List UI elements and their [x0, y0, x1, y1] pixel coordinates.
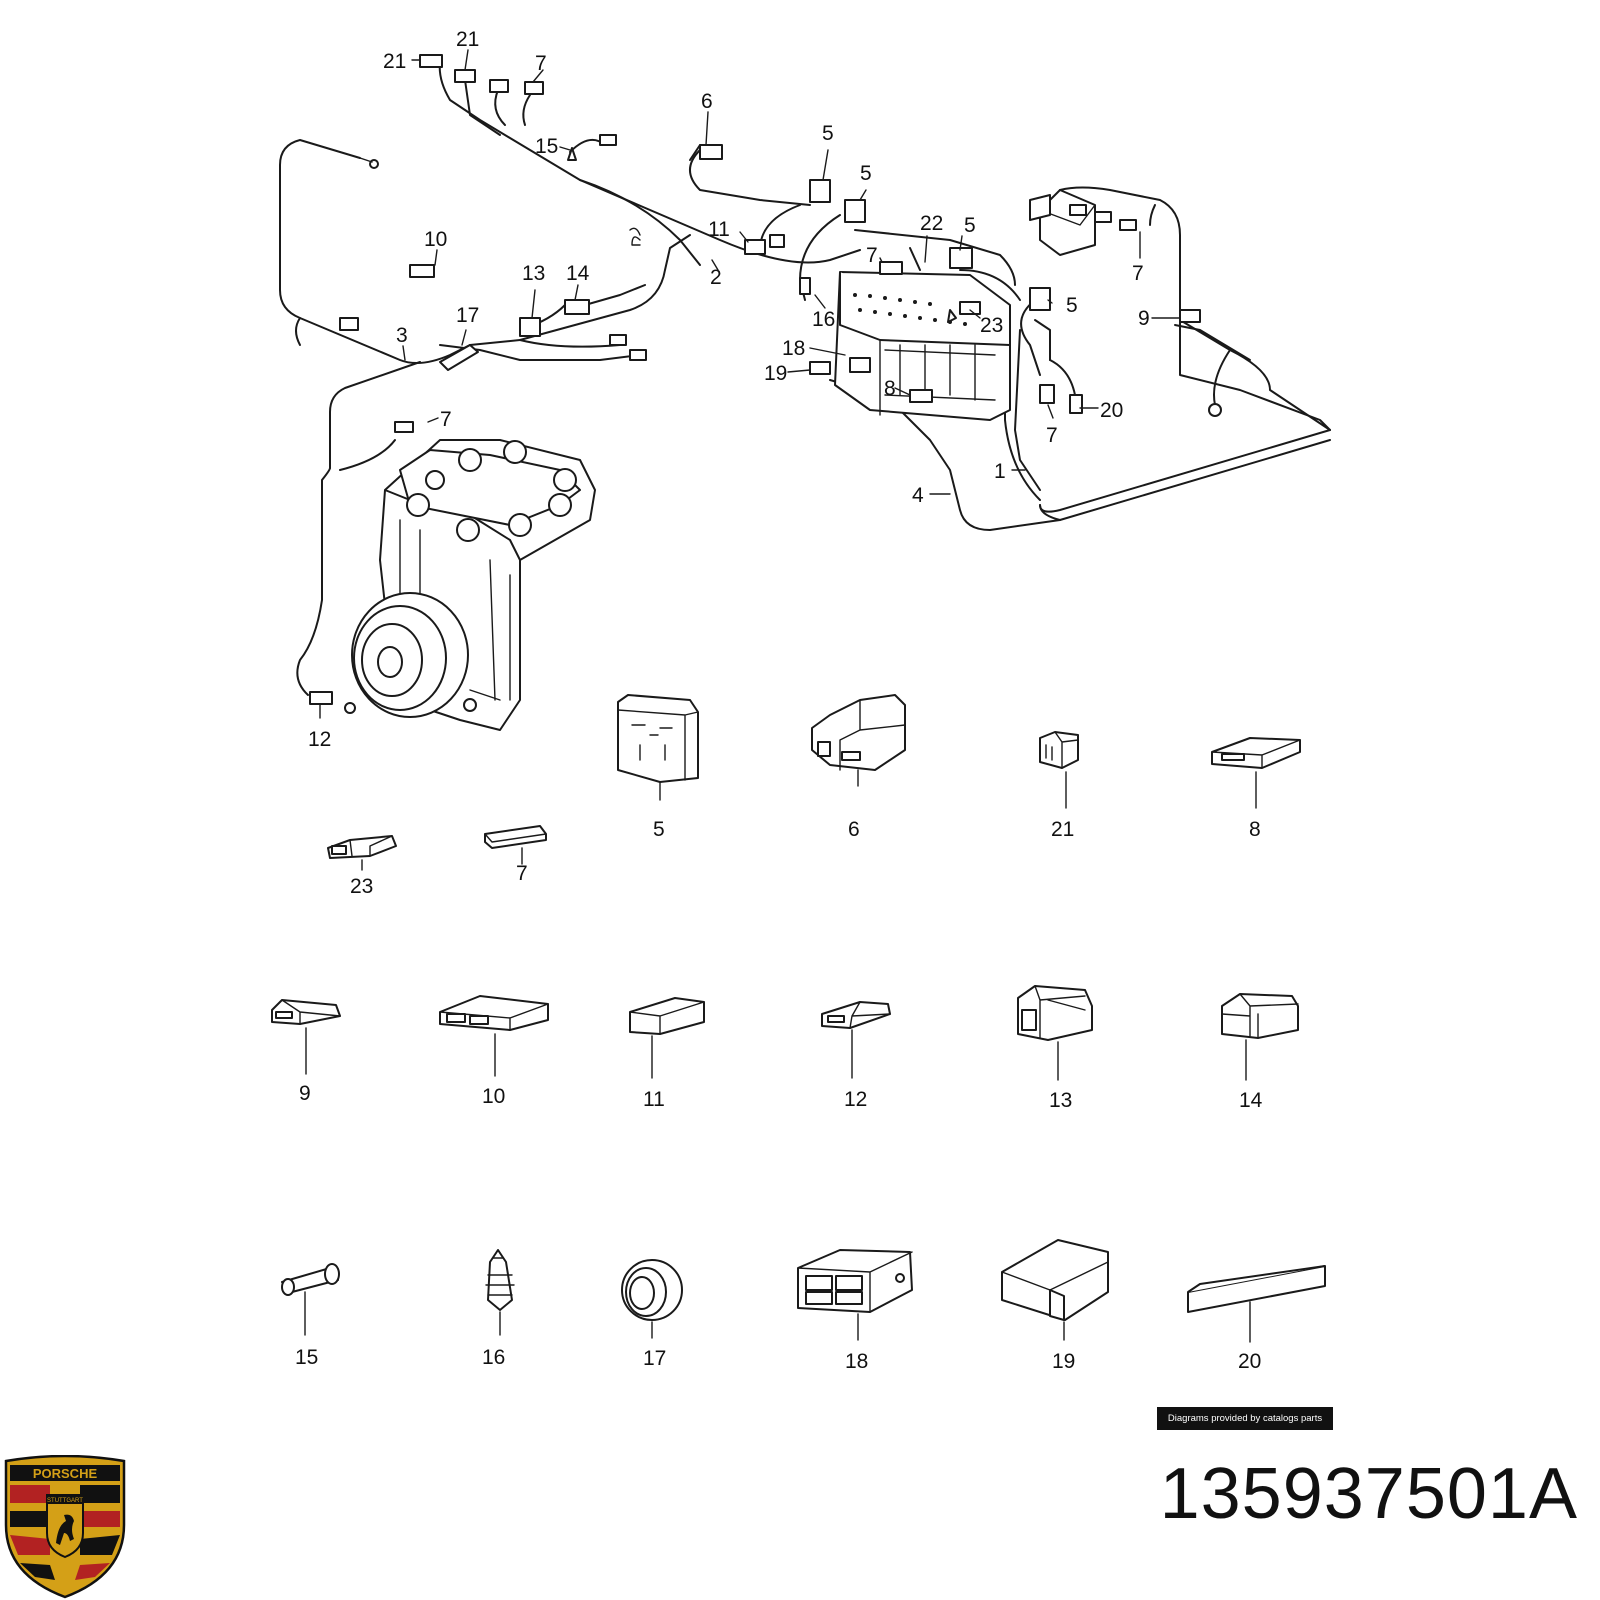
porsche-crest-logo: PORSCHE STUTTGART — [4, 1455, 126, 1599]
part-9: 9 — [271, 999, 341, 1105]
callout-17: 17 — [456, 304, 479, 327]
callout-15: 15 — [535, 135, 558, 158]
callout-4: 4 — [912, 484, 924, 507]
callout-11: 11 — [708, 218, 730, 241]
part-7: 7 — [484, 825, 547, 885]
svg-text:21: 21 — [1051, 818, 1074, 841]
callout-1: 1 — [994, 460, 1006, 483]
svg-text:9: 9 — [299, 1082, 311, 1105]
part-18: 18 — [797, 1249, 913, 1373]
part-10: 10 — [439, 995, 549, 1108]
svg-text:5: 5 — [653, 818, 665, 841]
leader-lines — [319, 49, 1181, 719]
svg-text:11: 11 — [643, 1088, 665, 1111]
part-11: 11 — [629, 997, 705, 1111]
callout-20: 20 — [1100, 399, 1123, 422]
svg-text:17: 17 — [643, 1347, 666, 1370]
part-23: 23 — [327, 835, 397, 898]
callout-8: 8 — [884, 377, 896, 400]
callout-23: 23 — [980, 314, 1003, 337]
callout-5: 5 — [1066, 294, 1078, 317]
callout-7: 7 — [1132, 262, 1144, 285]
callout-19: 19 — [764, 362, 787, 385]
logo-text: PORSCHE — [33, 1466, 98, 1481]
callout-5: 5 — [822, 122, 834, 145]
part-14: 14 — [1221, 993, 1299, 1112]
callout-21: 21 — [456, 28, 479, 51]
part-19: 19 — [1001, 1239, 1109, 1373]
svg-text:12: 12 — [844, 1088, 867, 1111]
part-15: 15 — [281, 1263, 340, 1369]
callout-21: 21 — [383, 50, 406, 73]
callout-14: 14 — [566, 262, 590, 285]
callout-5: 5 — [964, 214, 976, 237]
svg-text:10: 10 — [482, 1085, 505, 1108]
part-6: 6 — [811, 694, 906, 841]
svg-text:13: 13 — [1049, 1089, 1072, 1112]
callout-2: 2 — [710, 266, 722, 289]
callout-6: 6 — [701, 90, 713, 113]
callout-labels: 21 21 7 15 6 5 5 11 2 10 13 14 17 3 7 22… — [308, 28, 1150, 751]
part-8: 8 — [1211, 737, 1301, 841]
callout-16: 16 — [812, 308, 835, 331]
svg-text:14: 14 — [1239, 1089, 1263, 1112]
callout-10: 10 — [424, 228, 447, 251]
svg-text:18: 18 — [845, 1350, 868, 1373]
svg-text:23: 23 — [350, 875, 373, 898]
callout-7: 7 — [440, 408, 452, 431]
callout-18: 18 — [782, 337, 805, 360]
part-number: 135937501A — [1159, 1454, 1578, 1534]
callout-3: 3 — [396, 324, 408, 347]
ac-compressor — [351, 439, 596, 731]
callout-7: 7 — [866, 244, 878, 267]
svg-text:7: 7 — [516, 862, 528, 885]
svg-text:6: 6 — [848, 818, 860, 841]
svg-text:20: 20 — [1238, 1350, 1261, 1373]
part-20: 20 — [1187, 1265, 1326, 1373]
callout-7: 7 — [535, 52, 547, 75]
part-17: 17 — [621, 1259, 683, 1370]
callout-9: 9 — [1138, 307, 1150, 330]
credit-banner: Diagrams provided by catalogs parts — [1157, 1407, 1333, 1430]
part-5: 5 — [617, 694, 699, 841]
part-16: 16 — [482, 1249, 515, 1369]
callout-13: 13 — [522, 262, 545, 285]
wiring-harness — [279, 61, 1331, 696]
callout-5: 5 — [860, 162, 872, 185]
callout-12: 12 — [308, 728, 331, 751]
svg-text:8: 8 — [1249, 818, 1261, 841]
svg-text:16: 16 — [482, 1346, 505, 1369]
harness-connectors — [309, 54, 1222, 714]
callout-22: 22 — [920, 212, 943, 235]
part-12: 12 — [821, 1001, 891, 1111]
callout-7: 7 — [1046, 424, 1058, 447]
svg-text:19: 19 — [1052, 1350, 1075, 1373]
logo-subtext: STUTTGART — [47, 1498, 83, 1504]
part-21: 21 — [1039, 731, 1079, 841]
part-13: 13 — [1017, 985, 1093, 1112]
svg-text:15: 15 — [295, 1346, 318, 1369]
